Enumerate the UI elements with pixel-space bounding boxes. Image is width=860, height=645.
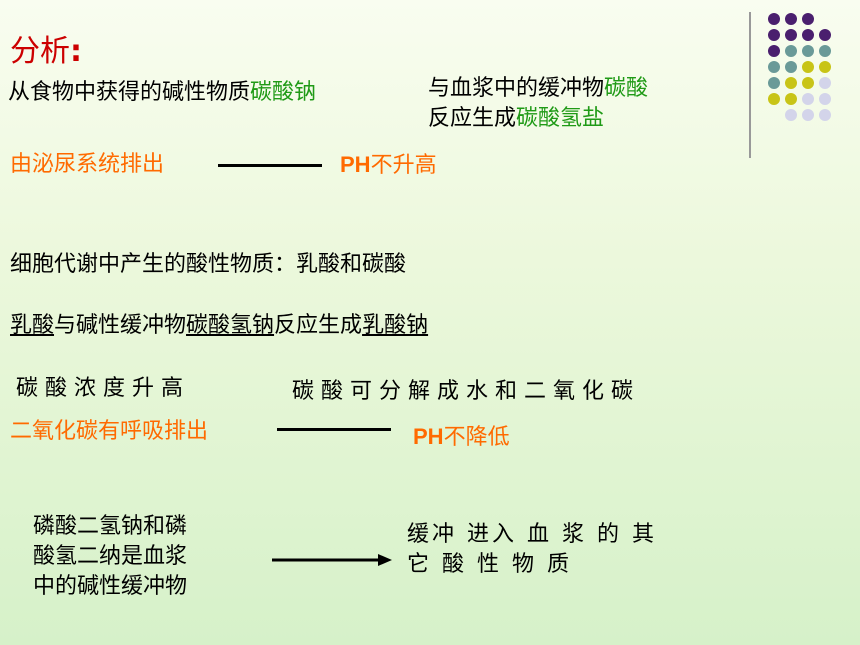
arrow-icon — [272, 554, 392, 566]
urinary-excretion-text: 由泌尿系统排出 — [10, 152, 165, 177]
connector-line — [218, 164, 322, 167]
decorative-dot — [819, 45, 831, 57]
slide-title: 分析: — [10, 34, 82, 69]
decorative-dot — [785, 109, 797, 121]
lactic-acid-reaction-line: 乳酸与碱性缓冲物碳酸氢钠反应生成乳酸钠 — [10, 313, 429, 338]
decorative-dot — [768, 93, 780, 105]
decorative-dot — [802, 77, 814, 89]
decorative-dot — [802, 93, 814, 105]
ph-not-rise-text: PH不升高 — [340, 152, 437, 178]
decorative-dot — [785, 13, 797, 25]
connector-line-2 — [277, 428, 391, 431]
decorative-dot — [802, 45, 814, 57]
decorative-dot — [819, 61, 831, 73]
decorative-dot — [768, 45, 780, 57]
decorative-dot — [819, 93, 831, 105]
decorative-dot — [768, 13, 780, 25]
acidic-substances-line: 细胞代谢中产生的酸性物质：乳酸和碳酸 — [10, 252, 407, 277]
co2-exhale-text: 二氧化碳有呼吸排出 — [10, 419, 209, 444]
decorative-dot — [768, 61, 780, 73]
bicarbonate-line: 反应生成碳酸氢盐 — [428, 106, 605, 131]
phosphate-buffer-box: 磷酸二氢钠和磷 酸氢二纳是血浆 中的碱性缓冲物 — [33, 514, 188, 599]
carbonic-acid-rise-text: 碳酸浓度升高 — [16, 376, 191, 401]
decorative-dot — [785, 93, 797, 105]
decorative-dot — [785, 77, 797, 89]
plasma-buffer-line: 与血浆中的缓冲物碳酸 — [428, 76, 649, 101]
food-alkaline-line: 从食物中获得的碱性物质碳酸钠 — [8, 80, 317, 105]
decorative-dot — [785, 29, 797, 41]
carbonic-acid-decompose-text: 碳酸可分解成水和二氧化碳 — [292, 379, 641, 404]
decorative-dot — [768, 77, 780, 89]
decorative-dot — [819, 109, 831, 121]
ph-not-drop-text: PH不降低 — [413, 424, 510, 450]
decorative-dot — [768, 29, 780, 41]
decorative-dot — [819, 29, 831, 41]
decorative-dot — [785, 61, 797, 73]
decorative-dot — [802, 61, 814, 73]
decorative-dot — [785, 45, 797, 57]
decorative-dot — [802, 29, 814, 41]
decorative-divider — [749, 12, 751, 158]
decorative-dot — [819, 77, 831, 89]
decorative-dot — [802, 13, 814, 25]
buffer-result-box: 缓冲 进入 血 浆 的 其 它 酸 性 物 质 — [407, 522, 657, 577]
decorative-dot — [802, 109, 814, 121]
